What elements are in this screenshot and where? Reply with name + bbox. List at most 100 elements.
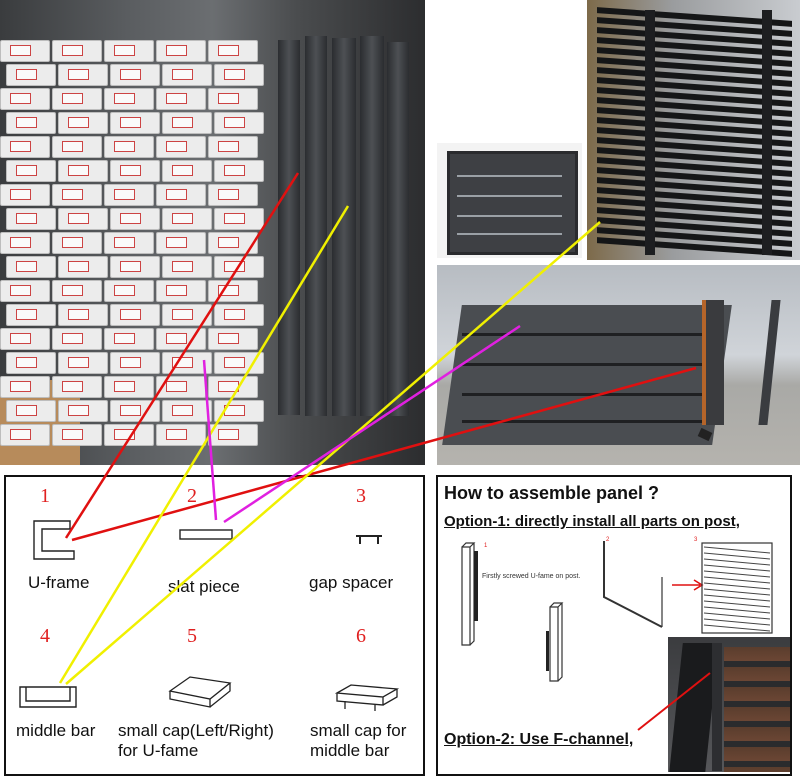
part-number-1: 1: [40, 485, 50, 507]
f-channel: [712, 643, 722, 771]
packed-box: [208, 232, 258, 254]
small-cap-middle-bar-icon: [334, 684, 400, 711]
packed-box: [214, 352, 264, 374]
packed-box: [214, 304, 264, 326]
slat-line: [703, 618, 771, 626]
middle-bar-icon: [19, 686, 77, 708]
packed-box: [104, 136, 154, 158]
frame-assembly-icon: [603, 541, 663, 628]
packed-box: [162, 256, 212, 278]
packed-box: [0, 376, 50, 398]
packed-box: [156, 40, 206, 62]
slat-line: [703, 582, 771, 590]
packed-box: [0, 232, 50, 254]
packed-box: [0, 136, 50, 158]
packed-box: [52, 328, 102, 350]
packed-box: [0, 328, 50, 350]
f-channel-photo: [668, 637, 790, 772]
packed-box: [6, 64, 56, 86]
packed-box: [52, 40, 102, 62]
slat-gap: [462, 393, 717, 396]
packed-box: [58, 160, 108, 182]
packed-box: [162, 304, 212, 326]
packed-box: [58, 112, 108, 134]
packed-box: [162, 208, 212, 230]
packed-box: [52, 376, 102, 398]
u-frame-with-screws: [702, 300, 724, 425]
packed-box: [208, 376, 258, 398]
slat-line: [703, 564, 771, 572]
step-note: Firstly screwed U-fame on post.: [482, 573, 581, 580]
packed-box: [104, 232, 154, 254]
packed-box: [104, 424, 154, 446]
post-icon: [546, 602, 564, 682]
packed-box: [208, 280, 258, 302]
packed-box: [104, 40, 154, 62]
panel-on-floor-photo: [437, 265, 800, 465]
slat-line: [703, 612, 771, 620]
frame-profile: [387, 42, 409, 416]
option-1-heading: Option-1: directly install all parts on …: [444, 513, 740, 530]
part-number-3: 3: [356, 485, 366, 507]
packed-box: [156, 376, 206, 398]
packed-box: [52, 136, 102, 158]
packed-box: [208, 88, 258, 110]
packed-box: [6, 304, 56, 326]
packed-box: [208, 40, 258, 62]
packed-box: [214, 400, 264, 422]
packed-box: [156, 328, 206, 350]
part-label-u-frame: U-frame: [28, 573, 90, 592]
post: [758, 300, 781, 425]
packed-box: [214, 208, 264, 230]
packed-box: [162, 64, 212, 86]
post-icon: [461, 542, 478, 646]
packed-box: [58, 304, 108, 326]
packed-box: [208, 328, 258, 350]
slat-line: [703, 552, 771, 560]
packed-box: [208, 424, 258, 446]
packed-box: [0, 88, 50, 110]
assembly-title: How to assemble panel ?: [444, 483, 660, 503]
u-frame-icon: [33, 520, 75, 560]
packed-box: [110, 160, 160, 182]
packed-box: [58, 352, 108, 374]
packed-box: [6, 208, 56, 230]
packed-box: [110, 112, 160, 134]
slat-line: [703, 558, 771, 566]
slat-gap: [457, 195, 562, 197]
packed-box: [214, 64, 264, 86]
slat-line: [703, 594, 771, 602]
packed-box: [104, 184, 154, 206]
packed-box: [214, 160, 264, 182]
packed-box: [162, 400, 212, 422]
slat-gap: [457, 175, 562, 177]
packed-box: [156, 232, 206, 254]
packed-box: [162, 112, 212, 134]
slat-line: [703, 570, 771, 578]
packed-box: [0, 280, 50, 302]
slat-piece-icon: [179, 529, 233, 540]
option-2-heading: Option-2: Use F-channel,: [444, 731, 634, 748]
assembled-panel-photo: [437, 143, 582, 258]
packed-box: [104, 280, 154, 302]
packed-box: [52, 88, 102, 110]
slat-line: [703, 624, 771, 632]
frame-profile: [278, 40, 300, 415]
packed-box: [6, 160, 56, 182]
packed-box: [156, 184, 206, 206]
slat-line: [703, 546, 771, 554]
packed-box: [156, 136, 206, 158]
slat-gap: [462, 333, 717, 336]
packed-box: [58, 256, 108, 278]
part-number-5: 5: [187, 625, 197, 647]
packed-box: [156, 88, 206, 110]
slat-line: [703, 588, 771, 596]
slatted-panel-icon: [701, 542, 773, 634]
packed-box: [162, 160, 212, 182]
packed-box: [52, 184, 102, 206]
packed-box: [162, 352, 212, 374]
packed-box: [156, 424, 206, 446]
slat-gap: [457, 233, 562, 235]
packed-box: [156, 280, 206, 302]
small-cap-u-frame-icon: [168, 676, 232, 708]
